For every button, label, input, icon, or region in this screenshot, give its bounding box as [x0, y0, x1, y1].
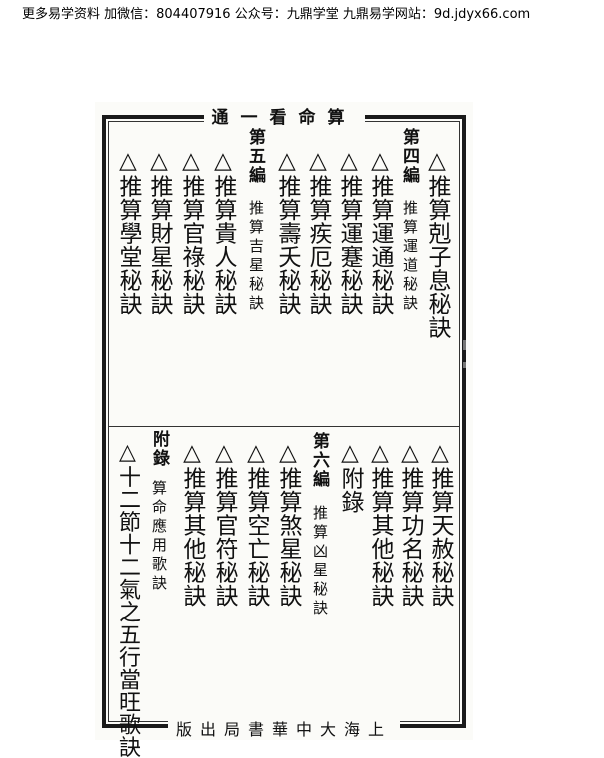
running-header: 通一看命算: [0, 103, 568, 128]
toc-entry: △推算煞星秘訣: [275, 440, 301, 608]
toc-entry: △推算壽夭秘訣: [274, 148, 300, 316]
toc-entry: △推算官符秘訣: [211, 440, 237, 608]
toc-entry: △推算其他秘訣: [179, 440, 205, 608]
toc-entry: △推算空亡秘訣: [243, 440, 269, 608]
print-speck: [463, 340, 466, 350]
section-label: 第六編: [309, 432, 329, 489]
section-subtitle: 推算吉星秘訣: [247, 200, 265, 314]
toc-entry: △推算功名秘訣: [397, 440, 423, 608]
publisher-name: 版出局書華中大海上: [167, 720, 400, 739]
section-label: 第四編: [399, 128, 419, 185]
toc-entry: △推算學堂秘訣: [115, 148, 141, 316]
section-divider: [108, 426, 460, 427]
watermark-bar: 更多易学资料 加微信：804407916 公众号：九鼎学堂 九鼎易学网站：9d.…: [0, 0, 604, 30]
toc-entry: △推算天赦秘訣: [427, 440, 453, 608]
section-label: 附錄: [149, 430, 169, 468]
section-subtitle: 推算運道秘訣: [401, 200, 419, 314]
toc-entry: △推算剋子息秘訣: [424, 148, 450, 339]
book-page: [95, 102, 473, 740]
toc-entry: △推算官祿秘訣: [178, 148, 204, 316]
toc-entry: △推算財星秘訣: [146, 148, 172, 316]
section-label: 第五編: [245, 128, 265, 185]
section-subtitle: 推算凶星秘訣: [311, 505, 329, 619]
book-title: 通一看命算: [203, 108, 365, 128]
toc-entry: △十二節十二氣之五行當旺歌訣: [115, 440, 140, 758]
publisher-footer: 版出局書華中大海上: [0, 716, 568, 740]
toc-entry: △推算疾厄秘訣: [305, 148, 331, 316]
toc-entry: △推算運通秘訣: [367, 148, 393, 316]
print-speck: [463, 362, 466, 368]
toc-entry: △推算運蹇秘訣: [336, 148, 362, 316]
toc-entry: △推算貴人秘訣: [210, 148, 236, 316]
toc-entry: △附錄: [337, 440, 363, 514]
toc-entry: △推算其他秘訣: [367, 440, 393, 608]
section-subtitle: 算命應用歌訣: [150, 480, 168, 594]
